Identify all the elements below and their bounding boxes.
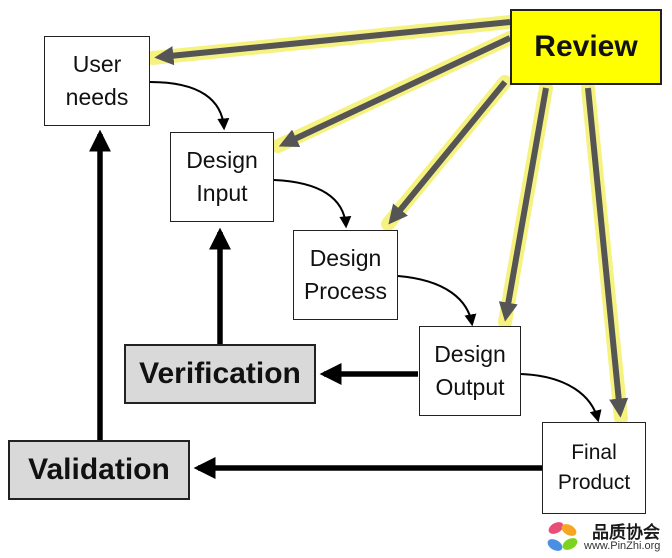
review-box: Review	[510, 9, 662, 85]
design-input-box: Design Input	[170, 132, 274, 222]
design-process-line2: Process	[303, 278, 388, 304]
user-needs-box: User needs	[44, 36, 150, 126]
design-output-box: Design Output	[419, 326, 521, 416]
final-product-line2: Product	[557, 471, 631, 494]
review-to-design-output-arrow	[498, 87, 549, 322]
pinwheel-icon	[547, 522, 578, 551]
review-arrows	[154, 19, 629, 418]
design-input-line2: Input	[196, 180, 248, 206]
watermark-logo: 品质协会 www.PinZhi.org	[540, 516, 672, 558]
review-to-design-process-arrow	[388, 80, 508, 225]
verification-box: Verification	[124, 344, 316, 404]
design-output-line1: Design	[434, 340, 506, 367]
watermark-name: 品质协会	[592, 523, 660, 543]
design-process-box: Design Process	[293, 230, 398, 320]
final-product-box: Final Product	[542, 422, 646, 514]
final-product-line1: Final	[571, 440, 617, 464]
design-process-line1: Design	[309, 244, 382, 271]
review-to-design-input-arrow	[278, 35, 512, 147]
review-label: Review	[534, 30, 638, 64]
verification-label: Verification	[139, 357, 301, 391]
design-output-line2: Output	[435, 374, 505, 400]
validation-label: Validation	[28, 453, 170, 487]
review-to-final-product-arrow	[585, 87, 629, 418]
user-needs-line1: User	[72, 50, 122, 77]
watermark-url: www.PinZhi.org	[584, 540, 661, 552]
user-needs-to-design-input-curve	[149, 81, 230, 131]
validation-box: Validation	[8, 440, 190, 500]
flow-curves	[149, 81, 602, 423]
thick-arrows	[89, 129, 542, 479]
design-input-to-design-process-curve	[273, 179, 352, 229]
user-needs-line2: needs	[65, 84, 129, 110]
design-input-line1: Design	[186, 146, 258, 173]
design-output-to-final-product-curve	[520, 373, 602, 423]
review-to-user-needs-arrow	[154, 19, 511, 66]
design-process-to-design-output-curve	[397, 275, 477, 327]
